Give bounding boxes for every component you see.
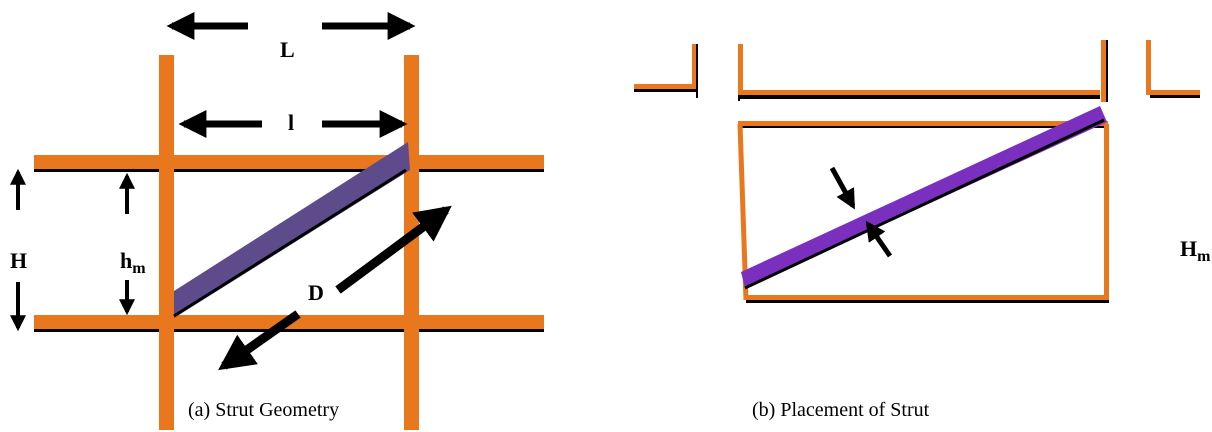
strut-a: [173, 142, 410, 318]
label-hm: hm: [120, 248, 146, 277]
label-l: l: [288, 110, 294, 135]
label-hm-sub: m: [132, 260, 146, 277]
upper-frame: [634, 40, 1200, 102]
label-D: D: [308, 280, 324, 305]
strut-width-arrows: [829, 166, 893, 258]
caption-b: (b) Placement of Strut: [752, 399, 930, 421]
panel-b: Hm (b) Placement of Strut: [634, 40, 1211, 421]
strut-b: [741, 106, 1107, 290]
label-L: L: [280, 37, 295, 62]
caption-a: (a) Strut Geometry: [188, 399, 339, 421]
label-Hm-main: H: [1180, 236, 1197, 261]
panel-a: L l H hm D (a) Strut Geometry: [10, 11, 544, 430]
label-Hm: Hm: [1180, 236, 1211, 265]
infill-panel: [737, 121, 1109, 303]
label-H: H: [10, 248, 27, 273]
label-Hm-sub: m: [1197, 248, 1211, 265]
left-column: [159, 55, 174, 430]
top-beam: [34, 155, 544, 172]
D-dimension-arrows: [218, 205, 452, 371]
label-hm-main: h: [120, 248, 132, 273]
